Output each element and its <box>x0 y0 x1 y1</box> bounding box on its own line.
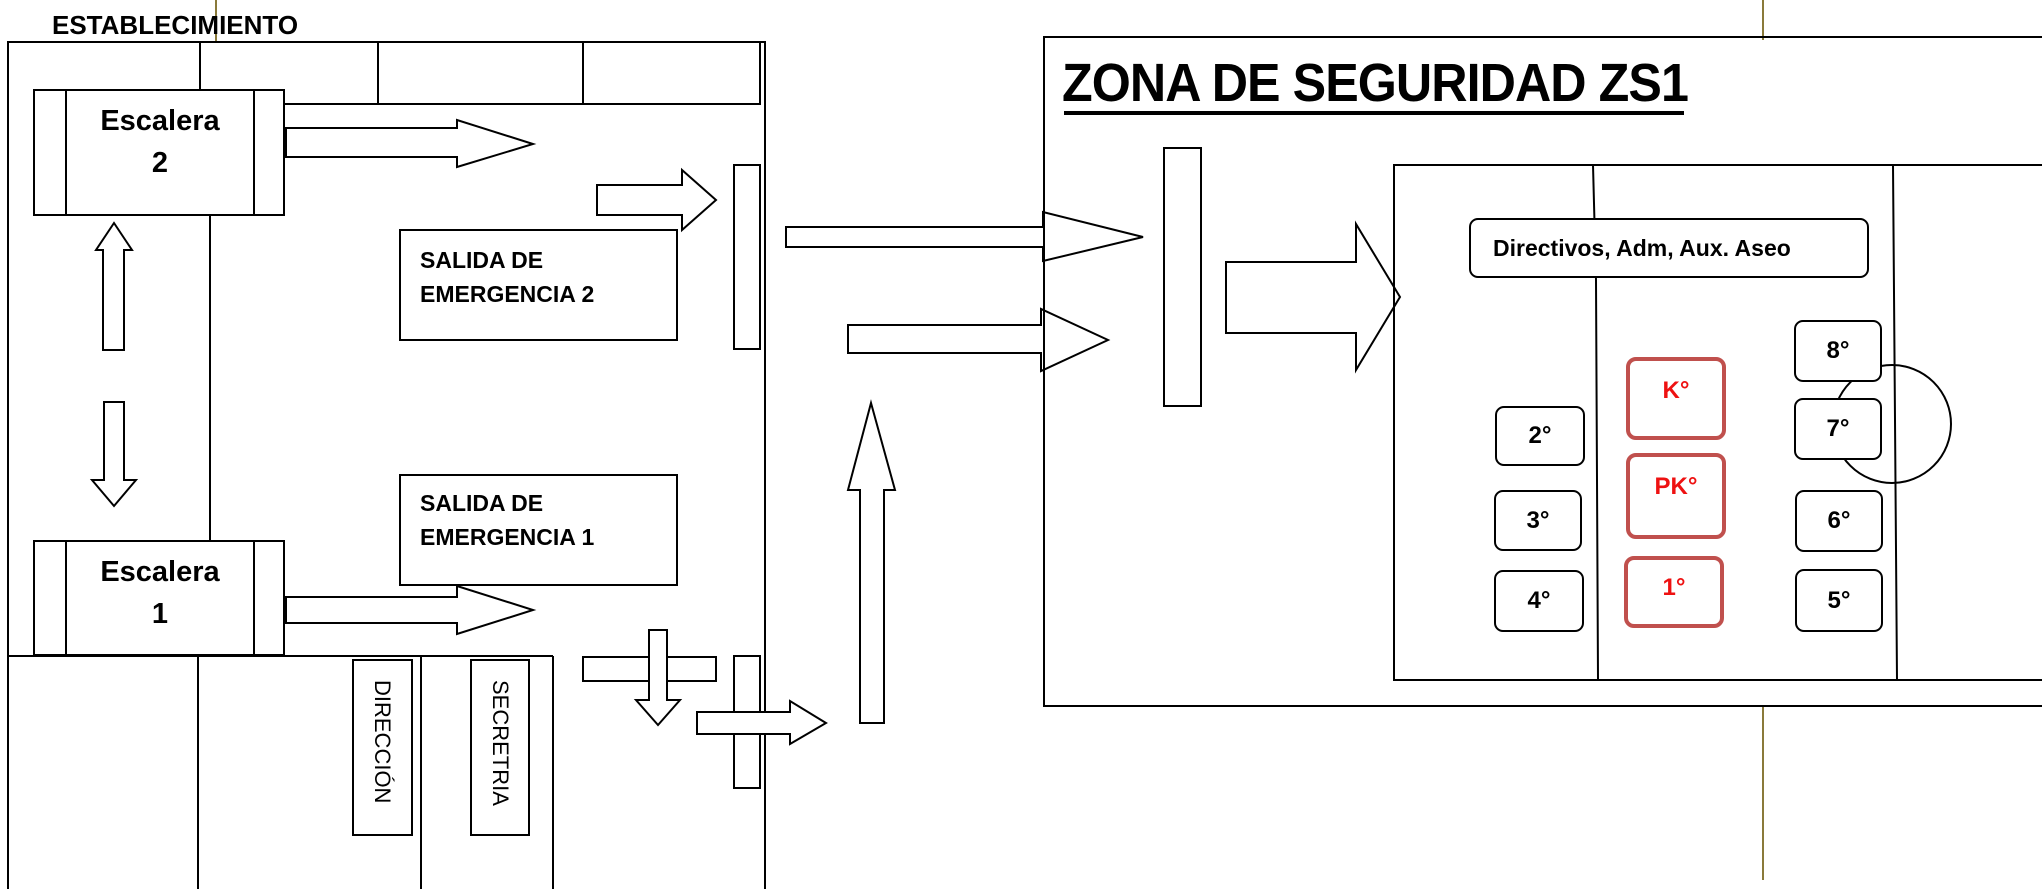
exit-1-line2: EMERGENCIA 1 <box>420 524 595 550</box>
arrow-right-to-upper-door <box>596 167 718 233</box>
exit-2-label: SALIDA DE EMERGENCIA 2 <box>420 243 594 311</box>
exit-2-box <box>399 229 678 341</box>
exit-1-line1: SALIDA DE <box>420 490 544 516</box>
stair-1-line2: 1 <box>151 598 169 630</box>
arrow-up-vertical <box>94 221 134 351</box>
stair-2-line1: Escalera <box>100 105 220 137</box>
arrow-down-vertical <box>89 401 139 508</box>
grade-box-1: 1° <box>1624 556 1724 628</box>
stair-1-shape <box>33 540 285 656</box>
direccion-label: DIRECCIÓN <box>370 680 395 804</box>
stair-2-line2: 2 <box>151 147 169 179</box>
grade-box-5: 5° <box>1795 569 1883 632</box>
stair-1-line1: Escalera <box>100 556 220 588</box>
arrow-right-stair-2 <box>285 118 537 169</box>
staff-label-box: Directivos, Adm, Aux. Aseo <box>1469 218 1869 278</box>
exit-1-label: SALIDA DE EMERGENCIA 1 <box>420 486 594 554</box>
zone-outline <box>1043 36 2042 707</box>
zone-title: ZONA DE SEGURIDAD ZS1 <box>1062 53 1689 113</box>
zone-area <box>1393 164 2042 681</box>
exit-2-line2: EMERGENCIA 2 <box>420 281 595 307</box>
arrow-right-stair-1 <box>285 584 537 636</box>
grade-box-3: 3° <box>1494 490 1582 551</box>
grade-box-8: 8° <box>1794 320 1882 382</box>
exit-2-line1: SALIDA DE <box>420 247 544 273</box>
grade-box-7: 7° <box>1794 398 1882 460</box>
grade-box-4: 4° <box>1494 570 1584 632</box>
stair-2-label: Escalera 2 <box>68 100 252 184</box>
arrow-up-to-zone <box>846 399 897 724</box>
secretria-room <box>470 659 530 836</box>
staff-label: Directivos, Adm, Aux. Aseo <box>1493 234 1791 261</box>
arrow-into-zone-area <box>1225 220 1402 374</box>
arrow-small-down <box>633 629 683 727</box>
grade-box-pk: PK° <box>1626 453 1726 539</box>
grade-box-k: K° <box>1626 357 1726 440</box>
secretria-label: SECRETRIA <box>488 680 513 806</box>
direccion-room <box>352 659 413 836</box>
stair-1-label: Escalera 1 <box>68 551 252 635</box>
arrow-right-exit-upper <box>785 210 1144 263</box>
zone-entry-bar <box>1163 147 1202 407</box>
arrow-right-lower-door <box>696 699 828 746</box>
stair-2-shape <box>33 89 285 216</box>
door-bar-upper <box>733 164 761 350</box>
grade-box-6: 6° <box>1795 490 1883 552</box>
establishment-label: ESTABLECIMIENTO <box>52 10 299 40</box>
arrow-right-exit-lower <box>847 307 1111 373</box>
grade-box-2: 2° <box>1495 406 1585 466</box>
exit-1-box <box>399 474 678 586</box>
